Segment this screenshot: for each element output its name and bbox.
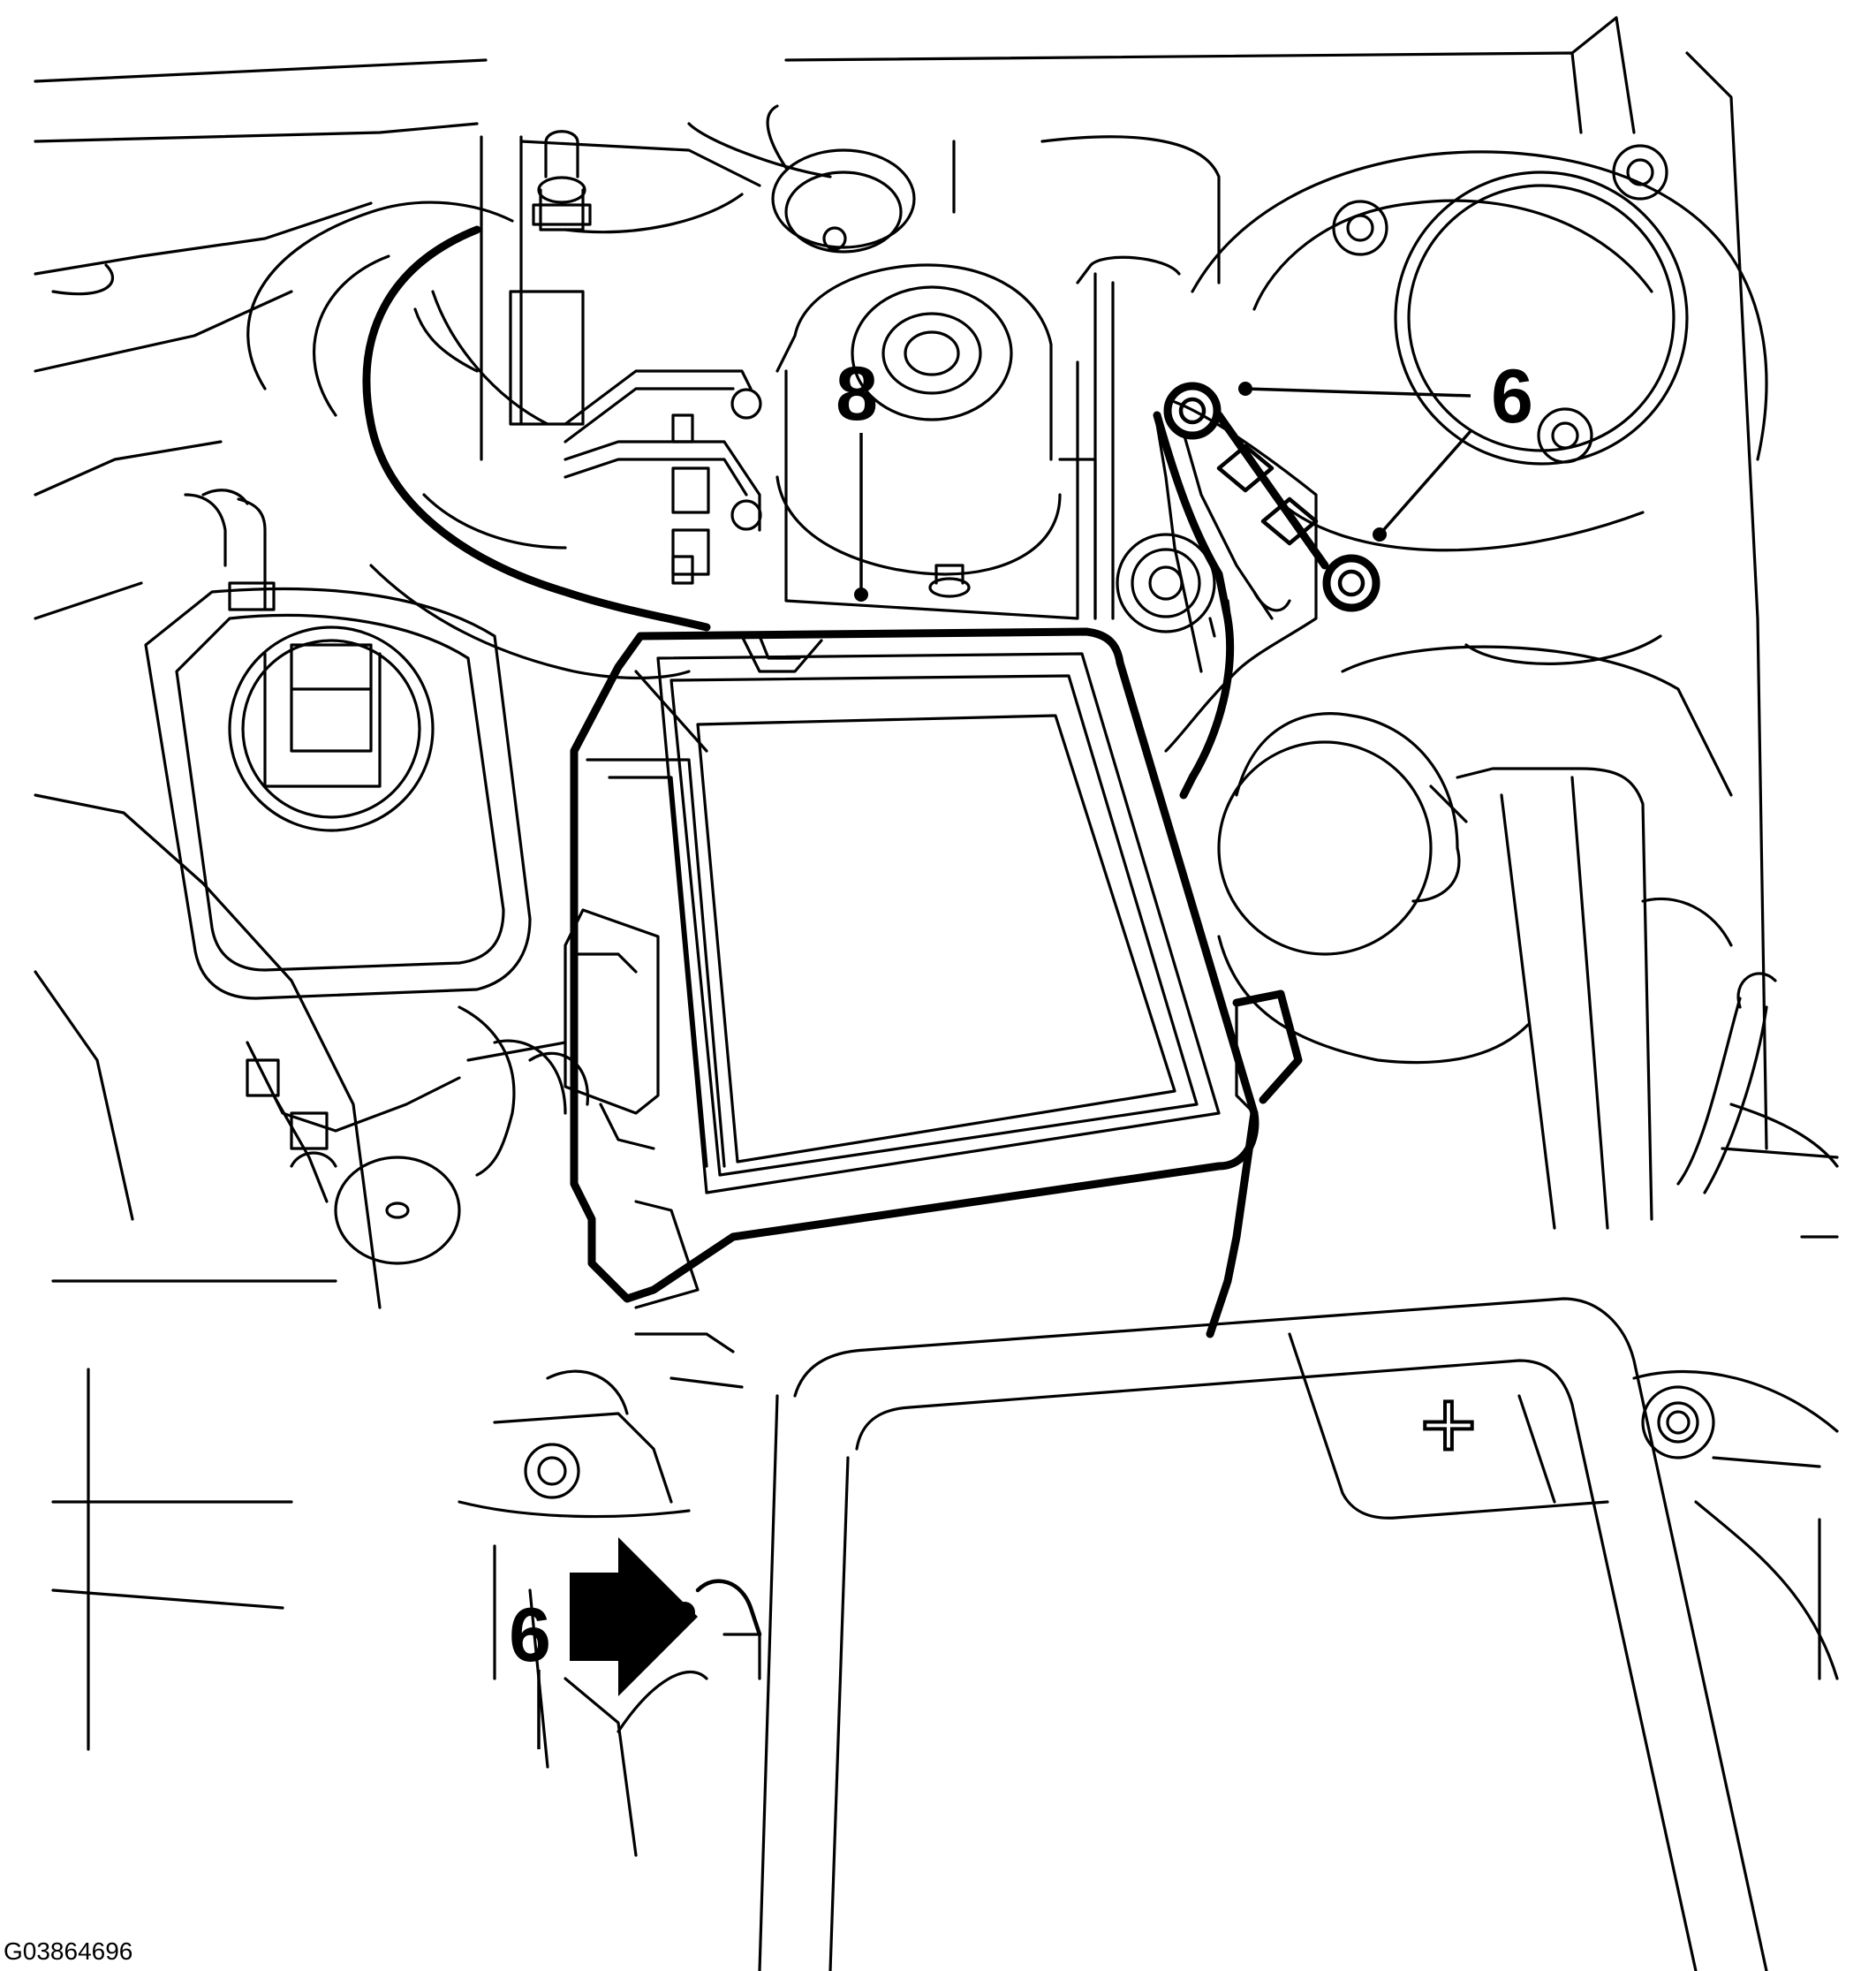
strut-tower <box>1191 144 1768 797</box>
mounting-bracket <box>1116 382 1381 753</box>
battery-positive-symbol: + <box>1420 1370 1477 1479</box>
body-panel-lines <box>34 16 1768 1751</box>
battery <box>758 1297 1839 1971</box>
brake-booster-area <box>246 122 832 680</box>
callout-label-6-top: 6 <box>1491 354 1533 439</box>
figure-id: G03864696 <box>4 1937 132 1965</box>
right-arrow-icon <box>570 1537 698 1696</box>
callout-label-8: 8 <box>836 352 878 436</box>
callout-label-6-bottom: 6 <box>509 1593 551 1678</box>
abs-modulator <box>766 104 1221 620</box>
wiring-harness <box>362 225 1259 1338</box>
leader-lines <box>537 382 1472 1749</box>
fuse-box <box>564 627 1303 1389</box>
coolant-reservoir <box>1217 712 1839 1239</box>
brake-fluid-reservoir <box>144 489 589 1265</box>
ground-connection <box>458 1369 762 1857</box>
